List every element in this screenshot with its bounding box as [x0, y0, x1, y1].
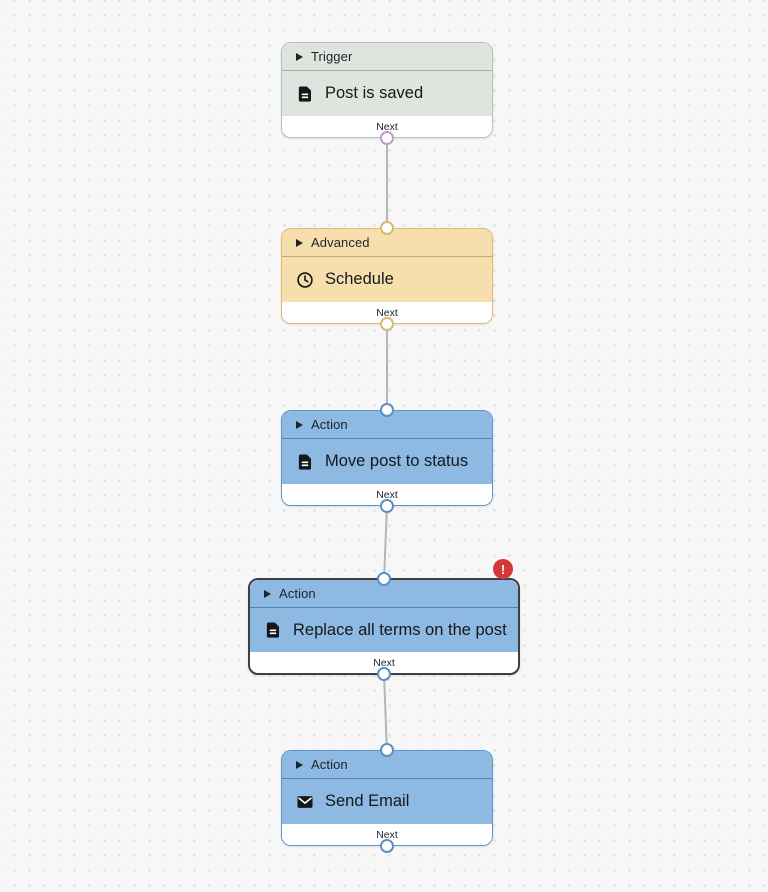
expand-arrow-icon[interactable]	[264, 589, 271, 598]
node-body[interactable]: Post is saved	[282, 71, 492, 116]
node-title: Send Email	[325, 792, 410, 810]
error-badge[interactable]: !	[493, 559, 513, 579]
output-port[interactable]	[377, 667, 391, 681]
node-category-label: Action	[311, 757, 348, 772]
node-footer: Next	[282, 116, 492, 137]
document-icon	[264, 621, 282, 639]
output-port[interactable]	[380, 499, 394, 513]
input-port[interactable]	[377, 572, 391, 586]
next-label: Next	[376, 306, 398, 319]
document-icon	[296, 85, 314, 103]
email-icon	[296, 793, 314, 811]
node-footer: Next	[282, 302, 492, 323]
expand-arrow-icon[interactable]	[296, 420, 303, 429]
node-card: Advanced Schedule Next	[282, 229, 492, 323]
node-card: Trigger Post is saved Next	[282, 43, 492, 137]
document-icon	[296, 453, 314, 471]
expand-arrow-icon[interactable]	[296, 238, 303, 247]
workflow-node[interactable]: Advanced Schedule Next	[281, 221, 493, 331]
node-card: Action Move post to status Next	[282, 411, 492, 505]
node-body[interactable]: Move post to status	[282, 439, 492, 484]
next-label: Next	[376, 120, 398, 133]
node-header[interactable]: Trigger	[282, 43, 492, 71]
node-category-label: Advanced	[311, 235, 370, 250]
node-footer: Next	[282, 824, 492, 845]
node-category-label: Action	[311, 417, 348, 432]
clock-icon	[296, 271, 314, 289]
node-body[interactable]: Schedule	[282, 257, 492, 302]
input-port[interactable]	[380, 743, 394, 757]
output-port[interactable]	[380, 131, 394, 145]
input-port[interactable]	[380, 221, 394, 235]
node-title: Schedule	[325, 270, 394, 288]
workflow-node[interactable]: Action Send Email Next	[281, 743, 493, 853]
node-header[interactable]: Action	[282, 751, 492, 779]
node-card: Action Replace all terms on the post Nex…	[250, 580, 518, 673]
next-label: Next	[376, 828, 398, 841]
node-title: Move post to status	[325, 452, 469, 470]
next-label: Next	[373, 656, 395, 669]
workflow-node[interactable]: Trigger Post is saved Next	[281, 42, 493, 145]
node-title: Replace all terms on the post	[293, 620, 507, 639]
output-port[interactable]	[380, 839, 394, 853]
workflow-node[interactable]: Action Replace all terms on the post Nex…	[248, 559, 520, 681]
node-category-label: Trigger	[311, 49, 353, 64]
node-footer: Next	[282, 484, 492, 505]
workflow-node[interactable]: Action Move post to status Next	[281, 403, 493, 513]
node-card: Action Send Email Next	[282, 751, 492, 845]
node-body[interactable]: Send Email	[282, 779, 492, 824]
next-label: Next	[376, 488, 398, 501]
node-header[interactable]: Action	[282, 411, 492, 439]
node-category-label: Action	[279, 586, 316, 601]
expand-arrow-icon[interactable]	[296, 52, 303, 61]
input-port[interactable]	[380, 403, 394, 417]
expand-arrow-icon[interactable]	[296, 760, 303, 769]
node-footer: Next	[250, 652, 518, 673]
output-port[interactable]	[380, 317, 394, 331]
node-body[interactable]: Replace all terms on the post	[250, 608, 518, 652]
node-title: Post is saved	[325, 84, 424, 102]
